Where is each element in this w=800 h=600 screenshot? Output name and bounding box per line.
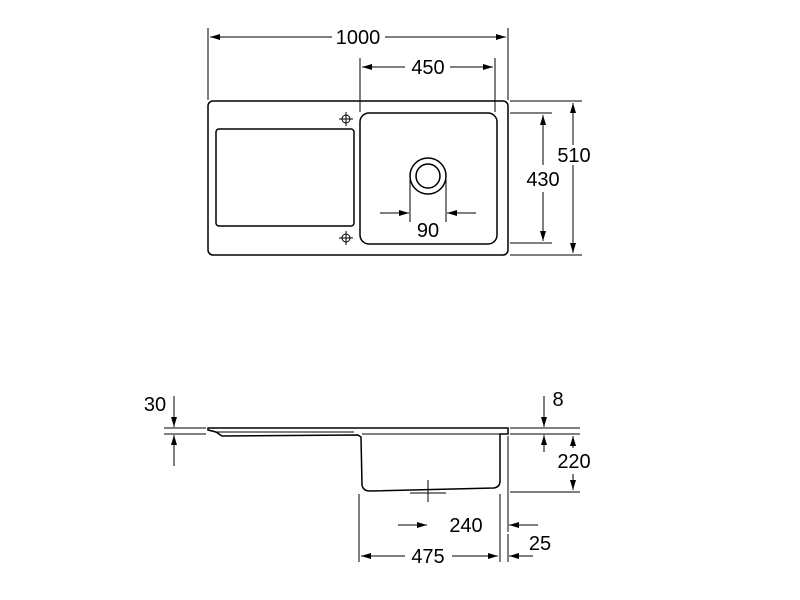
dim-bowl-height: 220 [510,436,591,493]
drain-inner-circle [415,163,441,189]
dim-drain-diameter-label: 90 [417,220,439,242]
dim-bowl-length: 475 [358,494,501,568]
dim-bowl-depth: 430 [510,112,560,244]
dim-bowl-height-label: 220 [557,451,590,473]
tap-hole-marker-upper [339,112,353,126]
dim-drain-offset: 240 [398,436,538,537]
dim-bowl-width-label: 450 [411,57,444,79]
dim-rim-height-label: 30 [144,394,166,416]
top-view: 1000 450 510 430 [207,27,594,256]
dim-overall-width: 1000 [207,27,509,100]
dim-rim-height: 30 [144,394,206,466]
dim-drain-offset-label: 240 [449,515,482,537]
dim-drain-diameter: 90 [380,176,476,242]
drainboard-outline [215,128,355,227]
side-view: 30 8 220 240 4 [144,389,591,568]
dim-bowl-length-label: 475 [411,546,444,568]
sink-profile-side [207,427,509,492]
dim-overall-depth: 510 [510,100,594,256]
bowl-outline-top [359,112,498,245]
dim-lip-thickness-label: 8 [552,389,563,411]
dim-bowl-depth-label: 430 [526,169,559,191]
dim-edge-offset-label: 25 [529,533,551,555]
sink-outline-top [207,100,509,256]
dim-bowl-width: 450 [359,57,496,112]
dim-lip-thickness: 8 [510,389,580,452]
dim-overall-depth-label: 510 [557,145,590,167]
dim-edge-offset: 25 [507,533,551,562]
tap-hole-marker-lower [339,231,353,245]
dim-overall-width-label: 1000 [336,27,381,49]
